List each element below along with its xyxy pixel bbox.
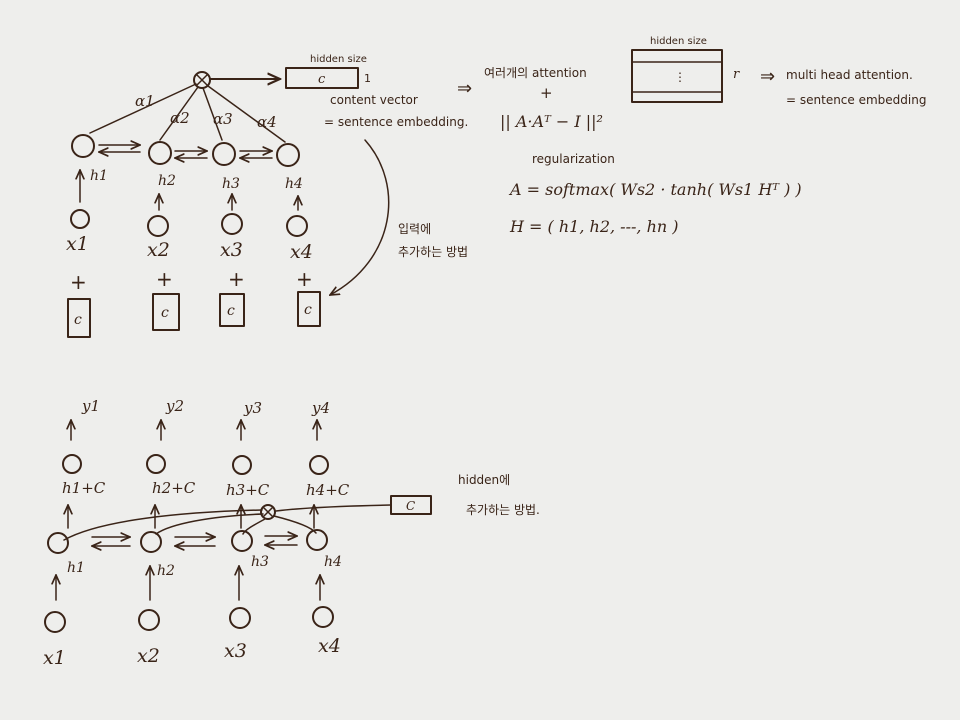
alpha-4: α4 bbox=[257, 113, 277, 131]
multiple-attention: 여러개의 attention bbox=[484, 66, 587, 80]
output-nodes bbox=[62, 454, 329, 475]
alpha-3: α3 bbox=[213, 110, 233, 128]
c-box-4: c bbox=[304, 302, 312, 318]
top-c-boxes bbox=[67, 291, 321, 338]
hidden-method-line-2: 추가하는 방법. bbox=[466, 503, 540, 517]
broadcast-sum-node bbox=[260, 504, 276, 520]
alpha-line-4 bbox=[207, 85, 286, 143]
bottom-h3: h3 bbox=[251, 554, 269, 570]
implies-arrow-2: ⇒ bbox=[760, 66, 775, 87]
top-hidden-node-2 bbox=[148, 141, 172, 165]
sum-1: h1+C bbox=[62, 479, 106, 497]
bottom-input-arrows bbox=[56, 566, 320, 601]
attention-sum-cross bbox=[196, 74, 208, 86]
sum-3: h3+C bbox=[226, 481, 270, 499]
matrix-r-label: r bbox=[733, 67, 740, 82]
one-label: 1 bbox=[364, 72, 371, 85]
bottom-x3: x3 bbox=[224, 640, 247, 662]
top-h4: h4 bbox=[285, 176, 303, 192]
c-to-sum-line bbox=[275, 504, 392, 512]
bottom-h4: h4 bbox=[324, 554, 342, 570]
c-box-2: c bbox=[161, 305, 169, 321]
c-box-1: c bbox=[74, 312, 82, 328]
c-box-3: c bbox=[227, 303, 235, 319]
sentence-embedding-2: = sentence embedding bbox=[786, 93, 926, 107]
bottom-y1: y1 bbox=[81, 397, 100, 415]
hidden-method-line-1: hidden에 bbox=[458, 473, 510, 487]
plus-1: + bbox=[70, 270, 87, 294]
context-vector-label: content vector bbox=[330, 93, 418, 107]
top-bidirectional-arrows bbox=[99, 145, 272, 158]
top-x2: x2 bbox=[147, 239, 170, 261]
c-to-h2-line bbox=[155, 513, 264, 535]
attention-matrix bbox=[631, 49, 723, 103]
top-input-arrows bbox=[80, 170, 298, 211]
alpha-1: α1 bbox=[135, 92, 155, 110]
sentence-embedding-label: = sentence embedding. bbox=[324, 115, 468, 129]
plus-3: + bbox=[228, 267, 245, 291]
sum-2: h2+C bbox=[152, 479, 196, 497]
h-definition: H = ( h1, h2, ---, hn ) bbox=[509, 217, 679, 236]
bottom-bidirectional-arrows bbox=[92, 536, 297, 546]
c-to-h4-line bbox=[273, 515, 317, 534]
bottom-y4: y4 bbox=[311, 399, 330, 417]
alpha-line-2 bbox=[159, 86, 199, 141]
alpha-line-3 bbox=[202, 87, 223, 141]
bottom-hidden-nodes bbox=[47, 529, 328, 554]
implies-arrow-1: ⇒ bbox=[457, 78, 472, 99]
norm-formula: || A·Aᵀ − I ||² bbox=[500, 112, 603, 131]
regularization-label: regularization bbox=[532, 152, 615, 166]
a-definition: A = softmax( Ws2 · tanh( Ws1 Hᵀ ) ) bbox=[508, 180, 802, 199]
top-hidden-node-4 bbox=[276, 143, 300, 167]
input-method-line-1: 입력에 bbox=[398, 222, 431, 236]
top-x1: x1 bbox=[66, 233, 89, 255]
matrix-hidden-size: hidden size bbox=[650, 36, 707, 47]
bottom-y3: y3 bbox=[243, 399, 262, 417]
context-vector-box bbox=[285, 67, 359, 89]
top-h3: h3 bbox=[222, 176, 240, 192]
bottom-input-nodes bbox=[44, 606, 334, 633]
curved-arrow bbox=[330, 139, 390, 295]
alpha-2: α2 bbox=[170, 109, 190, 127]
top-h1: h1 bbox=[90, 168, 108, 184]
bottom-x1: x1 bbox=[43, 647, 66, 669]
c-to-h1-line bbox=[63, 509, 263, 541]
top-x3: x3 bbox=[220, 239, 243, 261]
bottom-x4: x4 bbox=[318, 635, 341, 657]
plus-4: + bbox=[296, 267, 313, 291]
bottom-h2: h2 bbox=[157, 563, 175, 579]
context-c-label: c bbox=[318, 72, 326, 87]
input-method-line-2: 추가하는 방법 bbox=[398, 245, 468, 259]
top-hidden-node-1 bbox=[71, 134, 95, 158]
bottom-x2: x2 bbox=[137, 645, 160, 667]
bottom-y2: y2 bbox=[165, 397, 184, 415]
formula-plus: + bbox=[540, 84, 553, 102]
top-hidden-node-3 bbox=[212, 142, 236, 166]
alpha-line-1 bbox=[89, 83, 197, 134]
plus-2: + bbox=[156, 267, 173, 291]
hidden-size-label: hidden size bbox=[310, 54, 367, 65]
top-hidden-nodes bbox=[71, 134, 300, 167]
top-h2: h2 bbox=[158, 173, 176, 189]
sum-4: h4+C bbox=[306, 481, 350, 499]
top-input-nodes bbox=[70, 209, 308, 237]
bottom-h1: h1 bbox=[67, 560, 85, 576]
bottom-c-label: C bbox=[406, 499, 415, 513]
top-x4: x4 bbox=[290, 241, 313, 263]
broadcast-sum-cross bbox=[263, 507, 273, 517]
output-arrows bbox=[71, 420, 317, 441]
matrix-dots: ⋮ bbox=[674, 70, 686, 84]
c-to-h3-line bbox=[242, 518, 266, 535]
multihead-label: multi head attention. bbox=[786, 68, 913, 82]
